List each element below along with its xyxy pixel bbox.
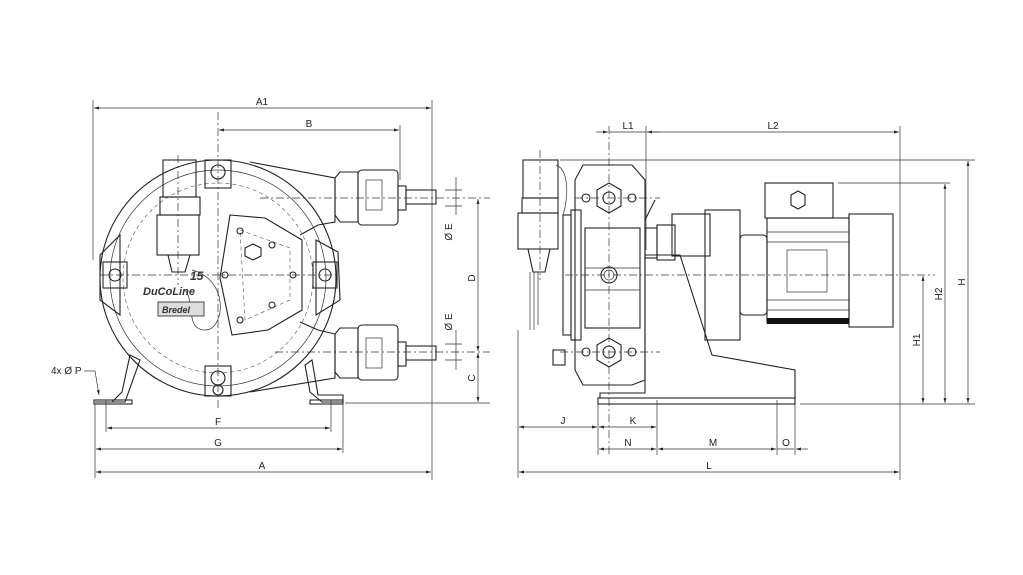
dim-label-b: B xyxy=(306,119,313,130)
dim-label-l1: L1 xyxy=(622,121,634,132)
badge-logo: Bredel xyxy=(162,305,191,315)
dim-label-g: G xyxy=(214,438,222,449)
dim-label-c: C xyxy=(467,374,478,381)
dim-label-l2: L2 xyxy=(767,121,779,132)
dim-label-p: 4x Ø P xyxy=(51,366,82,377)
dim-label-f: F xyxy=(215,417,221,428)
dim-label-n: N xyxy=(624,438,631,449)
side-view-dimensions: L1 L2 H H2 H1 J K N M O L xyxy=(517,121,975,480)
front-view-pump: 15 DuCoLine Bredel xyxy=(93,112,490,410)
dim-label-d: D xyxy=(467,274,478,281)
brand-logo: DuCoLine xyxy=(143,286,195,298)
dim-label-m: M xyxy=(709,438,717,449)
dim-label-h1: H1 xyxy=(912,333,923,346)
dim-label-e-top: Ø E xyxy=(444,223,455,241)
dim-label-a: A xyxy=(259,461,266,472)
dim-label-l: L xyxy=(706,461,712,472)
dim-label-a1: A1 xyxy=(256,97,269,108)
side-view-pump xyxy=(517,126,935,455)
dim-label-o: O xyxy=(782,438,790,449)
dim-label-e-bottom: Ø E xyxy=(444,313,455,331)
model-number-logo: 15 xyxy=(190,269,204,283)
dim-label-h: H xyxy=(957,278,968,285)
front-view-dimensions: A1 B Ø E Ø E D C 4x Ø P F G A xyxy=(51,97,490,480)
dim-label-j: J xyxy=(561,416,566,427)
dim-label-h2: H2 xyxy=(934,287,945,300)
dim-label-k: K xyxy=(630,416,637,427)
